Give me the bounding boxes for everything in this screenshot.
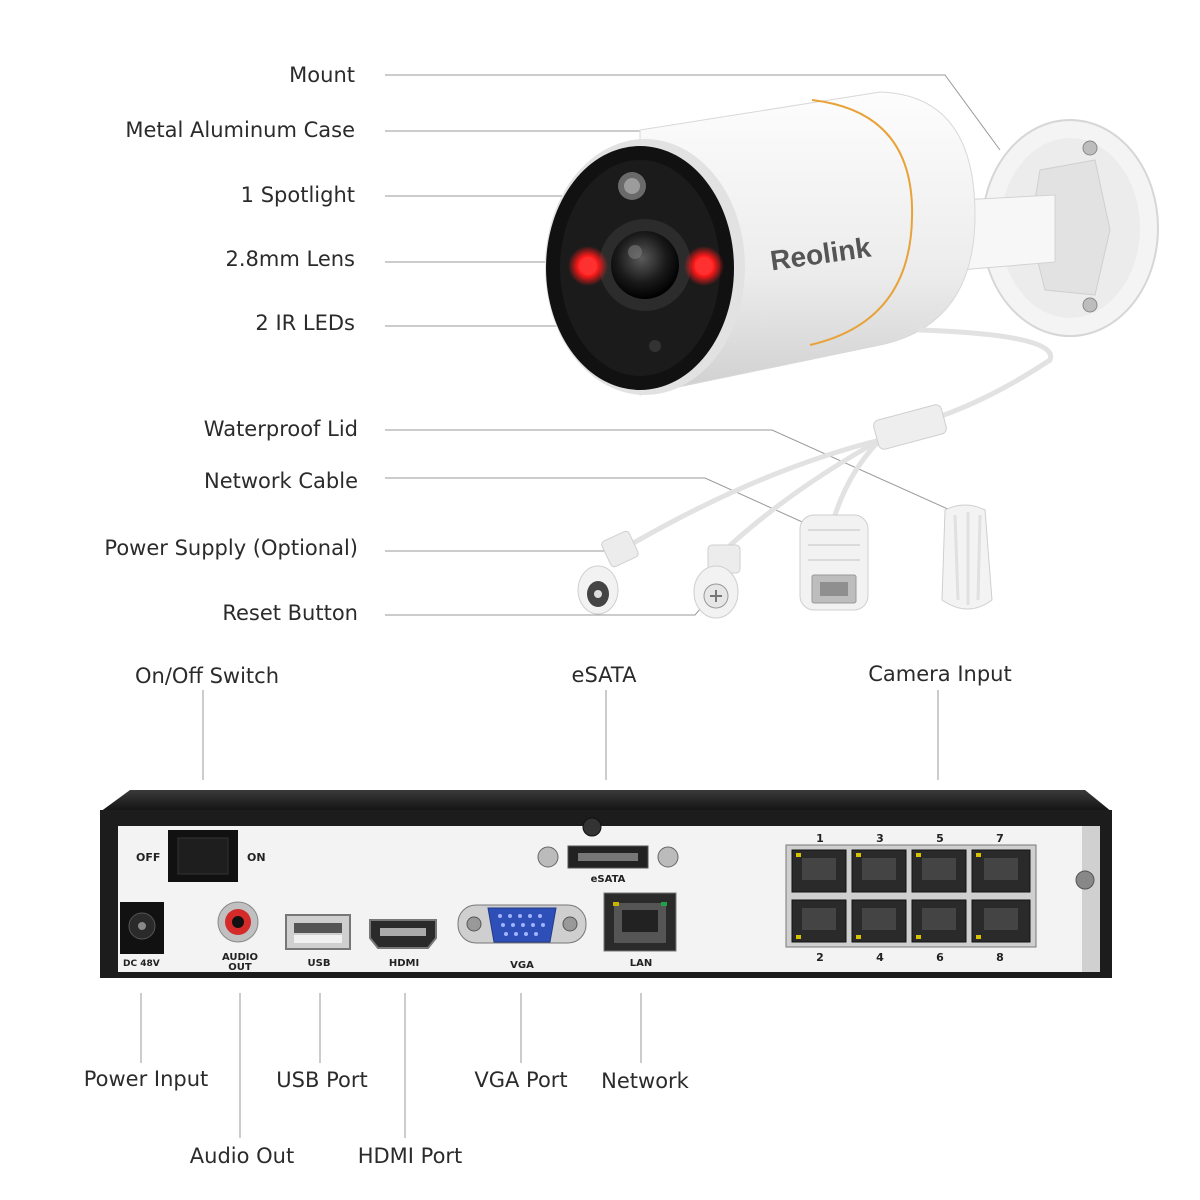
hdmi-port: [369, 919, 437, 949]
label-reset-button: Reset Button: [222, 601, 358, 625]
vga-port: [457, 904, 587, 944]
label-esata: eSATA: [571, 663, 637, 687]
off-label: OFF: [136, 851, 160, 864]
label-camera-input: Camera Input: [868, 662, 1012, 686]
poe-number: 7: [996, 832, 1004, 845]
wall-mount: [959, 119, 1159, 337]
camera-input-ports: [785, 844, 1037, 948]
poe-number: 6: [936, 951, 944, 964]
on-off-switch: [168, 830, 238, 882]
usb-port: [285, 914, 351, 950]
vga-label: VGA: [510, 960, 534, 971]
label-spotlight: 1 Spotlight: [240, 183, 355, 207]
cable-connectors: [577, 404, 993, 619]
label-lens: 2.8mm Lens: [225, 247, 356, 271]
poe-port-numbers: 1 3 5 7 2 4 6 8: [816, 832, 1004, 964]
audio-out-port: [217, 901, 259, 943]
power-supply-connector: [577, 530, 639, 615]
label-on-off-switch: On/Off Switch: [134, 664, 280, 688]
label-usb-port: USB Port: [276, 1068, 368, 1092]
label-vga-port: VGA Port: [474, 1068, 568, 1092]
lan-port: [603, 892, 677, 952]
esata-port: [537, 845, 679, 869]
label-case: Metal Aluminum Case: [125, 118, 355, 142]
on-label: ON: [247, 851, 266, 864]
label-audio-out: Audio Out: [189, 1144, 295, 1168]
label-mount: Mount: [289, 63, 355, 87]
poe-number: 1: [816, 832, 824, 845]
label-network-cable: Network Cable: [204, 469, 358, 493]
label-waterproof-lid: Waterproof Lid: [203, 417, 358, 441]
label-power-supply: Power Supply (Optional): [104, 536, 358, 560]
poe-number: 4: [876, 951, 884, 964]
camera-body: [545, 91, 976, 396]
network-cable-connector: [799, 514, 869, 611]
poe-number: 2: [816, 951, 824, 964]
poe-number: 5: [936, 832, 944, 845]
power-input-port: [120, 902, 164, 954]
esata-panel-label: eSATA: [591, 874, 626, 885]
nvr-leader-lines: [140, 690, 939, 1138]
label-ir-leds: 2 IR LEDs: [255, 311, 355, 335]
usb-label: USB: [308, 958, 331, 969]
poe-number: 8: [996, 951, 1004, 964]
label-hdmi-port: HDMI Port: [357, 1144, 463, 1168]
label-network: Network: [601, 1069, 689, 1093]
hdmi-label: HDMI: [389, 958, 419, 969]
waterproof-lid: [941, 504, 993, 610]
dc-label: DC 48V: [123, 959, 160, 969]
audio-label-line1: AUDIO: [222, 952, 258, 963]
poe-number: 3: [876, 832, 884, 845]
reset-button-connector: [693, 544, 741, 619]
camera-leader-lines: [385, 74, 1001, 616]
audio-label-line2: OUT: [228, 962, 252, 973]
label-power-input: Power Input: [83, 1067, 209, 1091]
camera-cables: [627, 327, 1054, 553]
lan-label: LAN: [630, 958, 652, 969]
